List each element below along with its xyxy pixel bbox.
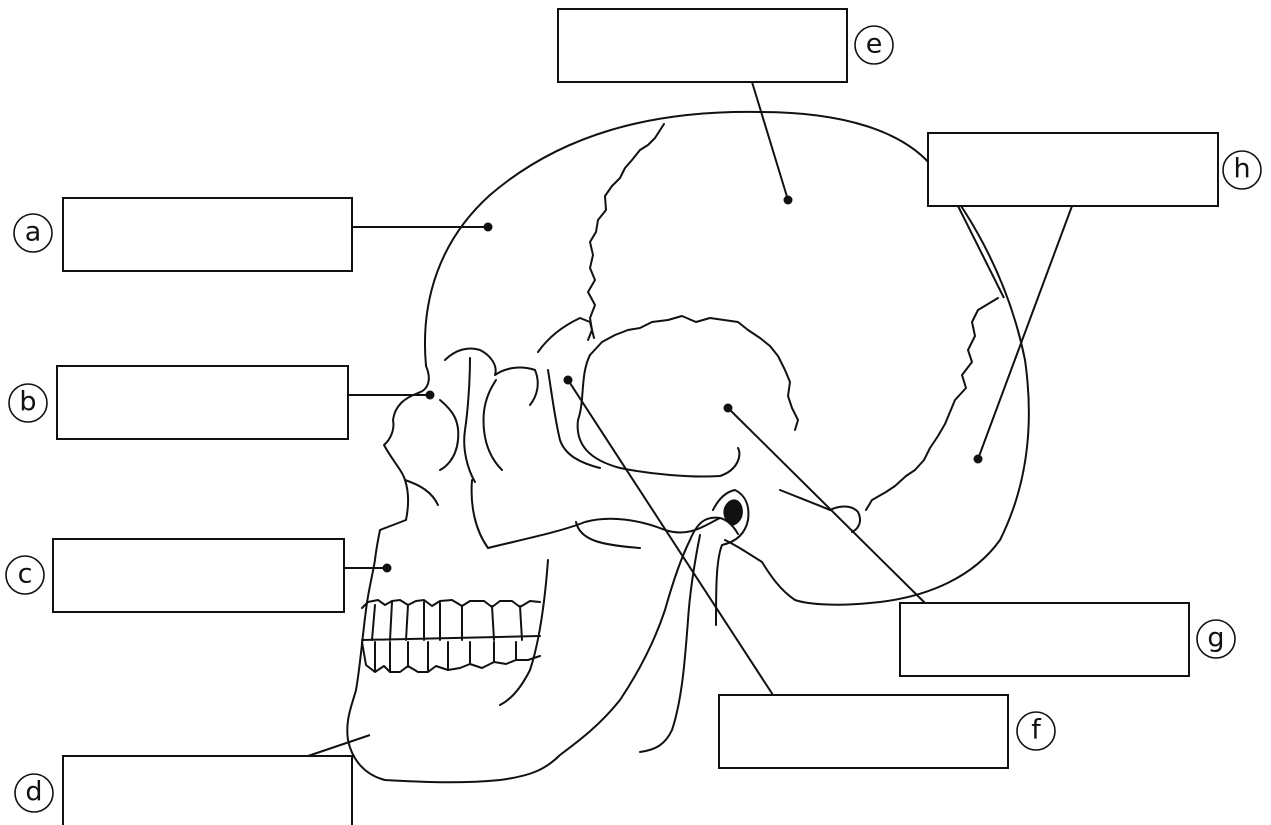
leader-line-g [728, 408, 925, 603]
leader-line-h-upper [958, 206, 1004, 298]
pointer-dot-f [564, 376, 573, 385]
leader-line-e [752, 82, 788, 200]
answer-box-a[interactable] [63, 198, 352, 271]
label-marker-d: d [15, 774, 53, 812]
leader-line-f [568, 380, 773, 695]
label-letter-f: f [1031, 715, 1042, 746]
pointer-dot-c [383, 564, 392, 573]
answer-box-e[interactable] [558, 9, 847, 82]
leader-line-h-lower [978, 206, 1072, 459]
answer-box-g[interactable] [900, 603, 1189, 676]
leader-line-d [308, 735, 370, 756]
label-marker-g: g [1197, 620, 1235, 658]
label-marker-e: e [855, 26, 893, 64]
label-letter-b: b [19, 387, 36, 418]
label-letter-d: d [25, 777, 42, 808]
label-marker-b: b [9, 384, 47, 422]
label-marker-a: a [14, 214, 52, 252]
label-letter-h: h [1233, 154, 1250, 185]
pointer-dot-b [426, 391, 435, 400]
skull-outline [347, 112, 1029, 782]
label-letter-e: e [866, 29, 883, 60]
label-marker-f: f [1017, 712, 1055, 750]
answer-box-b[interactable] [57, 366, 348, 439]
pointer-dot-a [484, 223, 493, 232]
label-marker-h: h [1223, 151, 1261, 189]
answer-box-d[interactable] [63, 756, 352, 825]
label-marker-c: c [6, 556, 44, 594]
answer-box-f[interactable] [719, 695, 1008, 768]
label-letter-a: a [25, 217, 42, 248]
pointer-dot-e [784, 196, 793, 205]
answer-box-c[interactable] [53, 539, 344, 612]
answer-box-h[interactable] [928, 133, 1218, 206]
label-letter-g: g [1207, 623, 1224, 654]
pointer-dot-h [974, 455, 983, 464]
label-letter-c: c [18, 559, 33, 590]
pointer-dot-g [724, 404, 733, 413]
